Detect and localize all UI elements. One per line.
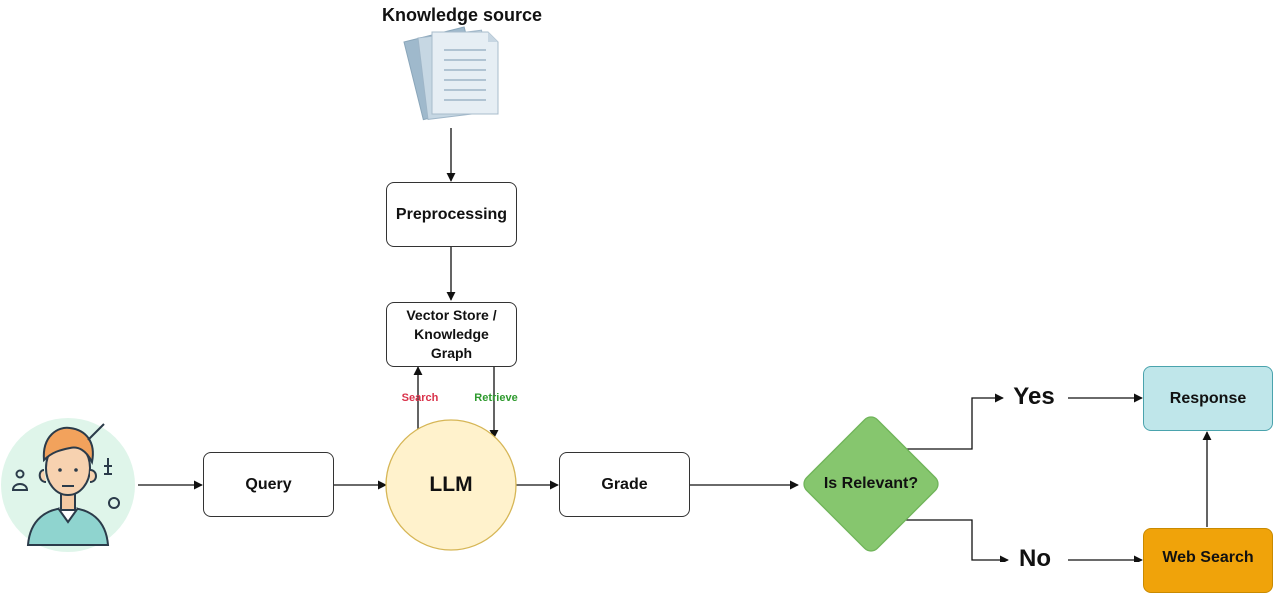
response-label: Response [1169,389,1247,407]
web-search-node[interactable]: Web Search [1143,528,1273,593]
edge-decision-to-yes [906,393,1004,450]
retrieve-edge-label: Retrieve [474,392,518,404]
yes-edge-label: Yes [1013,383,1055,410]
llm-node[interactable]: LLM [386,420,516,550]
knowledge-source-label: Knowledge source [381,5,543,25]
web-search-label: Web Search [1162,549,1254,566]
preprocessing-node[interactable]: Preprocessing [386,182,517,247]
grade-node[interactable]: Grade [559,452,690,517]
llm-label: LLM [429,473,473,496]
decision-label: Is Relevant? [823,475,919,492]
documents-icon [403,26,499,121]
vector-store-label: Vector Store / Knowledge Graph [406,307,497,361]
preprocessing-label: Preprocessing [395,205,508,223]
user-avatar-icon [1,418,135,552]
connectors [138,128,1212,562]
decision-node-shape [803,416,939,552]
edge-decision-to-no [906,519,1009,562]
flow-diagram-canvas [1,26,1212,562]
no-edge-label: No [1019,545,1051,572]
llm-node-shape [385,419,517,551]
grade-label: Grade [601,475,648,493]
search-edge-label: Search [401,392,439,404]
query-label: Query [245,475,292,493]
vector-store-node[interactable]: Vector Store / Knowledge Graph [386,302,517,367]
query-node[interactable]: Query [203,452,334,517]
response-node[interactable]: Response [1143,366,1273,431]
decision-node[interactable]: Is Relevant? [805,470,937,498]
